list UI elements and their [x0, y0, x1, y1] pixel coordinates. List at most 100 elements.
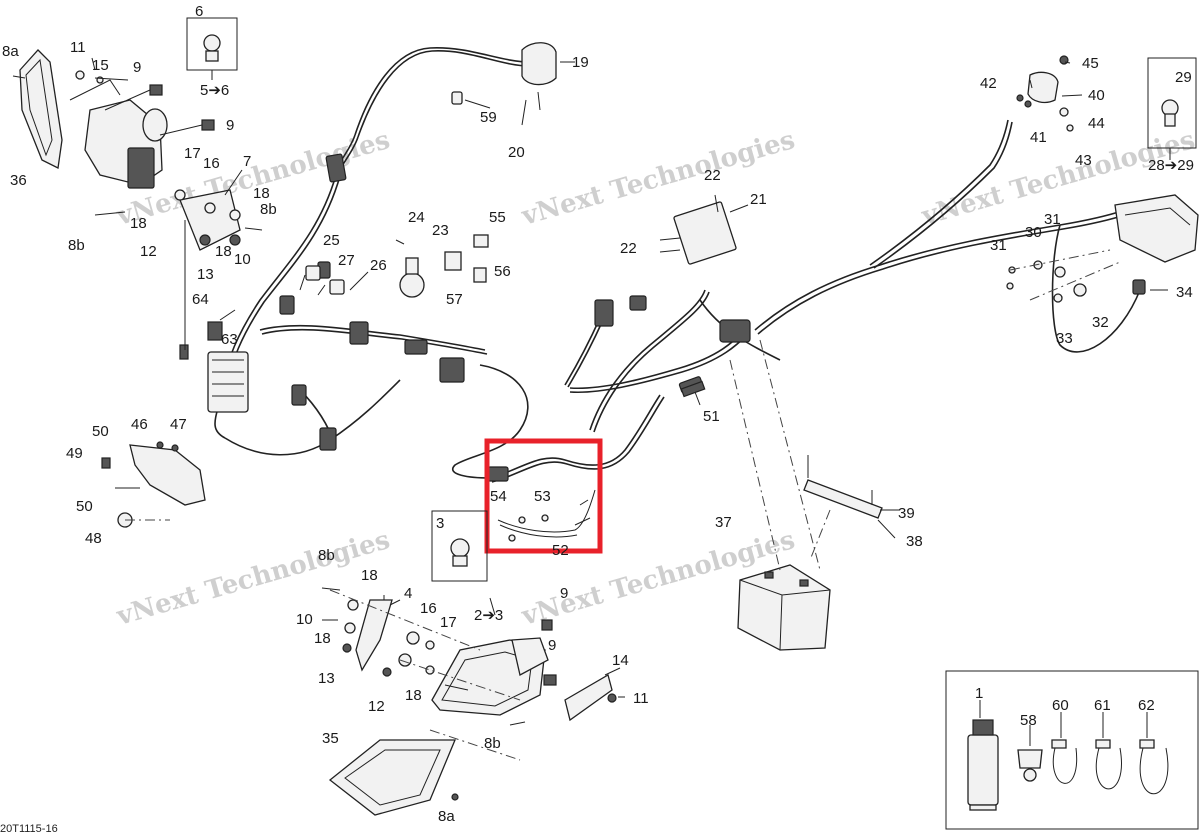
part-label: 13 [197, 266, 214, 283]
part-label: 12 [140, 243, 157, 260]
part-label: 40 [1088, 87, 1105, 104]
part-label: 18 [405, 687, 422, 704]
part-label: 50 [76, 498, 93, 515]
watermark-text: vNext Technologies [113, 525, 394, 632]
part-label: 54 [490, 488, 507, 505]
part-label: 8b [484, 735, 501, 752]
part-label: 46 [131, 416, 148, 433]
left-bracket-assembly [101, 441, 206, 528]
part-label: 24 [408, 209, 425, 226]
part-label: 18 [361, 567, 378, 584]
part-label: 9 [548, 637, 556, 654]
part-label: 8b [68, 237, 85, 254]
part-label: 15 [92, 57, 109, 74]
part-label: 18 [130, 215, 147, 232]
part-label: 30 [1025, 224, 1042, 241]
part-label: 3 [436, 515, 444, 532]
part-label: 31 [1044, 211, 1061, 228]
battery-assembly [729, 339, 883, 651]
part-label: 5➔6 [200, 82, 229, 99]
lower-headlight-assembly [321, 510, 617, 816]
part-label: 42 [980, 75, 997, 92]
part-label: 26 [370, 257, 387, 274]
part-label: 9 [226, 117, 234, 134]
highlight-box [484, 438, 603, 554]
part-label: 59 [480, 109, 497, 126]
part-label: 41 [1030, 129, 1047, 146]
part-label: 56 [494, 263, 511, 280]
part-label: 45 [1082, 55, 1099, 72]
part-label: 47 [170, 416, 187, 433]
part-label: 50 [92, 423, 109, 440]
part-label: 60 [1052, 697, 1069, 714]
part-label: 18 [215, 243, 232, 260]
part-label: 11 [70, 39, 86, 56]
part-label: 4 [404, 585, 412, 602]
part-label: 25 [323, 232, 340, 249]
leader-lines [91, 57, 1168, 698]
part-label: 53 [534, 488, 551, 505]
part-label: 10 [234, 251, 251, 268]
part-label: 16 [420, 600, 437, 617]
part-label: 18 [314, 630, 331, 647]
part-label: 43 [1075, 152, 1092, 169]
part-label: 11 [633, 690, 649, 707]
part-label: 51 [703, 408, 720, 425]
part-label: 7 [243, 153, 251, 170]
part-label: 8a [2, 43, 19, 60]
part-label: 23 [432, 222, 449, 239]
part-label: 48 [85, 530, 102, 547]
watermark-text: vNext Technologies [518, 125, 799, 232]
part-label: 27 [338, 252, 355, 269]
part-label: 64 [192, 291, 209, 308]
part-label: 22 [704, 167, 721, 184]
part-label: 61 [1094, 697, 1111, 714]
part-label: 28➔29 [1148, 157, 1194, 174]
harness-connectors [279, 153, 1146, 482]
part-label: 9 [560, 585, 568, 602]
rear-light-assembly [1006, 55, 1199, 303]
part-label: 8a [438, 808, 455, 825]
part-label: 33 [1056, 330, 1073, 347]
part-label: 9 [133, 59, 141, 76]
part-label: 38 [906, 533, 923, 550]
left-headlight-assembly [12, 17, 263, 251]
part-label: 6 [195, 3, 203, 20]
part-label: 8b [318, 547, 335, 564]
part-label: 37 [715, 514, 732, 531]
part-label: 16 [203, 155, 220, 172]
part-label: 14 [612, 652, 629, 669]
part-label: 13 [318, 670, 335, 687]
highlighted-region [484, 438, 603, 554]
part-label: 21 [750, 191, 767, 208]
part-label: 34 [1176, 284, 1193, 301]
part-label: 2➔3 [474, 607, 503, 624]
part-label: 1 [975, 685, 983, 702]
part-label: 55 [489, 209, 506, 226]
part-labels: 8a 11 15 9 36 5➔6 6 9 17 16 7 18 8b 18 1… [2, 3, 1194, 825]
part-label: 36 [10, 172, 27, 189]
part-label: 31 [990, 237, 1007, 254]
kit-box [945, 670, 1199, 830]
part-label: 22 [620, 240, 637, 257]
part-label: 10 [296, 611, 313, 628]
part-label: 44 [1088, 115, 1105, 132]
part-label: 12 [368, 698, 385, 715]
part-label: 62 [1138, 697, 1155, 714]
part-label: 35 [322, 730, 339, 747]
part-label: 17 [184, 145, 201, 162]
part-label: 63 [221, 331, 238, 348]
part-label: 52 [552, 542, 569, 559]
part-label: 49 [66, 445, 83, 462]
part-label: 39 [898, 505, 915, 522]
part-label: 20 [508, 144, 525, 161]
part-label: 57 [446, 291, 463, 308]
part-label: 58 [1020, 712, 1037, 729]
part-label: 29 [1175, 69, 1192, 86]
part-label: 8b [260, 201, 277, 218]
part-label: 19 [572, 54, 589, 71]
part-label: 17 [440, 614, 457, 631]
center-electrical-components [179, 42, 737, 413]
drawing-code: 20T1115-16 [0, 823, 58, 835]
